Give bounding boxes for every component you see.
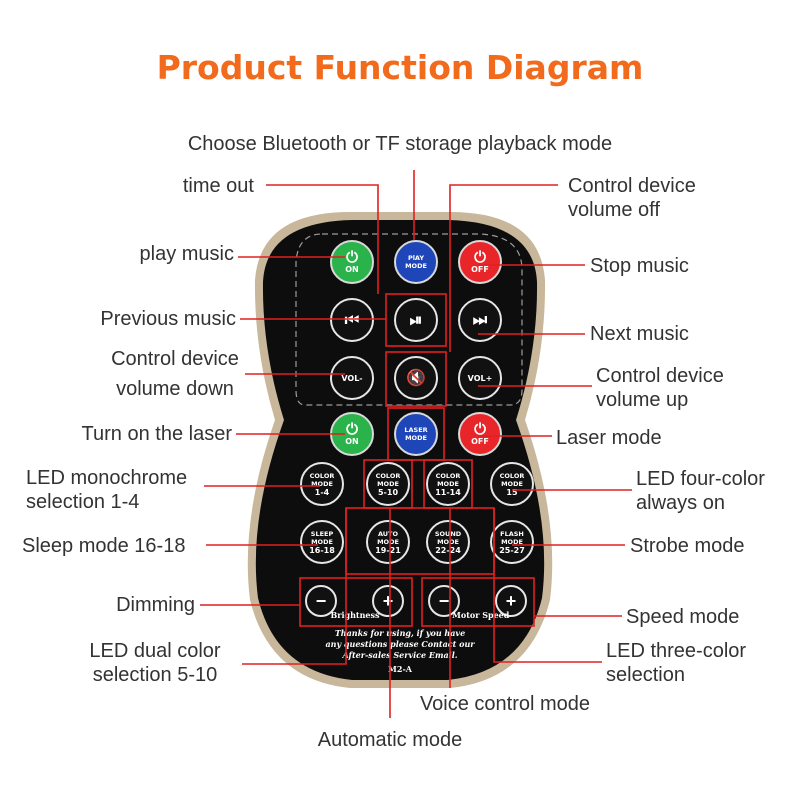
label-volume-off-1: Control device [568, 175, 696, 197]
power-icon: ⏻ [346, 248, 358, 266]
model-label: M2-A [388, 664, 412, 674]
plus-icon: + [382, 590, 394, 611]
label-led-four-2: always on [636, 492, 725, 514]
label-led-three-1: LED three-color [606, 640, 747, 662]
label-led-mono-2: selection 1-4 [26, 491, 140, 513]
label-choose-mode: Choose Bluetooth or TF storage playback … [187, 133, 613, 155]
label-automatic-mode: Automatic mode [317, 729, 463, 751]
label-dimming: Dimming [116, 594, 195, 616]
play-pause-button[interactable]: ⏯ [394, 298, 438, 342]
plus-icon: + [505, 590, 517, 611]
label-led-four-1: LED four-color [636, 468, 765, 490]
color-mode-11-14-button[interactable]: COLOR MODE 11-14 [426, 462, 470, 506]
minus-icon: − [315, 590, 327, 611]
sleep-mode-button[interactable]: SLEEP MODE 16-18 [300, 520, 344, 564]
volume-down-button[interactable]: VOL- [330, 356, 374, 400]
play-mode-button[interactable]: PlAY MODE [394, 240, 438, 284]
label-led-dual-1: LED dual color [89, 640, 221, 662]
label-led-dual-2: selection 5-10 [92, 664, 218, 686]
play-music-on-button[interactable]: ⏻ ON [330, 240, 374, 284]
label-laser-mode: Laser mode [556, 427, 662, 449]
label-led-three-2: selection [606, 664, 685, 686]
mute-icon: 🔇 [406, 368, 426, 387]
color-mode-15-button[interactable]: COLOR MODE 15 [490, 462, 534, 506]
label-next-music: Next music [590, 323, 689, 345]
next-icon: ⏭ [472, 310, 488, 329]
sound-mode-button[interactable]: SOUND MODE 22-24 [426, 520, 470, 564]
color-mode-5-10-button[interactable]: COLOR MODE 5-10 [366, 462, 410, 506]
label-volume-off-2: volume off [568, 199, 660, 221]
label-stop-music: Stop music [590, 255, 689, 277]
label-voice-control: Voice control mode [419, 693, 591, 715]
label-led-mono-1: LED monochrome [26, 467, 188, 489]
minus-icon: − [438, 590, 450, 611]
brightness-label: Brightness [330, 610, 380, 620]
stop-music-off-button[interactable]: ⏻ OFF [458, 240, 502, 284]
label-volume-down-2: volume down [116, 378, 234, 400]
power-icon: ⏻ [346, 420, 358, 438]
power-icon: ⏻ [474, 420, 486, 438]
previous-button[interactable]: ⏮ [330, 298, 374, 342]
flash-mode-button[interactable]: FLASH MODE 25-27 [490, 520, 534, 564]
label-sleep-mode: Sleep mode 16-18 [22, 535, 186, 557]
laser-on-button[interactable]: ⏻ ON [330, 412, 374, 456]
mute-button[interactable]: 🔇 [394, 356, 438, 400]
laser-off-button[interactable]: ⏻ OFF [458, 412, 502, 456]
previous-icon: ⏮ [344, 310, 360, 329]
thanks-note: Thanks for using, if you have any questi… [325, 628, 475, 660]
label-time-out: time out [182, 175, 254, 197]
label-volume-up-2: volume up [596, 389, 689, 411]
motor-speed-label: Motor Speed [452, 610, 510, 620]
page-title: Product Function Diagram [156, 48, 644, 87]
power-icon: ⏻ [474, 248, 486, 266]
color-mode-1-4-button[interactable]: COLOR MODE 1-4 [300, 462, 344, 506]
next-button[interactable]: ⏭ [458, 298, 502, 342]
label-previous-music: Previous music [100, 308, 236, 330]
label-play-music: play music [139, 243, 234, 265]
label-strobe-mode: Strobe mode [630, 535, 745, 557]
label-volume-up-1: Control device [596, 365, 724, 387]
auto-mode-button[interactable]: AUTO MODE 19-21 [366, 520, 410, 564]
label-laser-on: Turn on the laser [81, 423, 232, 445]
laser-mode-button[interactable]: LASER MODE [394, 412, 438, 456]
volume-up-button[interactable]: VOL+ [458, 356, 502, 400]
play-pause-icon: ⏯ [409, 310, 423, 329]
label-speed-mode: Speed mode [626, 606, 740, 628]
label-volume-down-1: Control device [111, 348, 239, 370]
